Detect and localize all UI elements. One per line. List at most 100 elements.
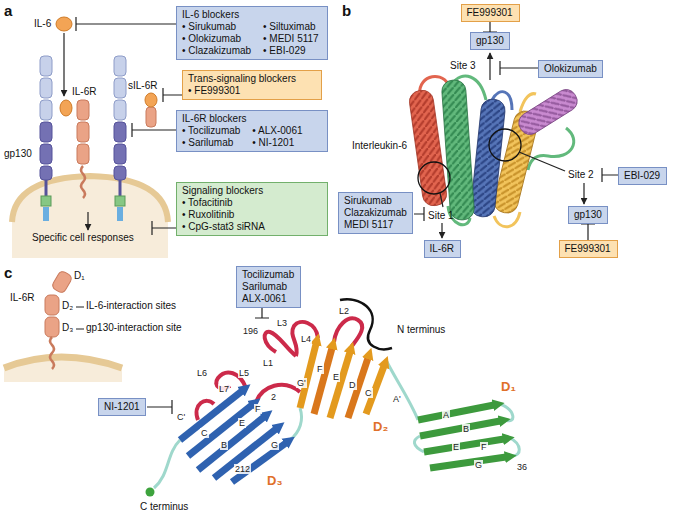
- drug-box: FE999301: [461, 4, 520, 22]
- il6r-ribbon: [265, 332, 296, 356]
- blocker-box: IL-6R blockers• Tocilizumab• Sarilumab• …: [176, 110, 328, 152]
- list-item: • Sarilumab: [182, 137, 240, 149]
- il6r-ribbon: [386, 360, 418, 420]
- residue-number: 36: [516, 462, 528, 472]
- box-text: FE999301: [467, 7, 514, 19]
- site-label: Site 3: [450, 60, 476, 72]
- strand-label: B: [220, 440, 228, 450]
- inhibition-leader: [132, 123, 176, 137]
- il6r-ribbon: [418, 405, 494, 420]
- cell: [12, 176, 168, 258]
- part-label: gp130: [4, 148, 32, 160]
- drug-box: EBI-029: [618, 167, 667, 185]
- site-circle: [418, 162, 450, 194]
- interleukin6-structure: [515, 86, 581, 139]
- residue-number: 212: [234, 464, 251, 474]
- list-item: • Tofacitinib: [182, 197, 265, 209]
- domain-label: D₂: [372, 420, 389, 435]
- il6r-ribbon: [334, 318, 362, 346]
- site-leader: [489, 53, 490, 80]
- strand-label: F: [254, 404, 262, 414]
- strand-label: G: [474, 460, 483, 470]
- loop-label: L7: [218, 384, 230, 394]
- gp130-receptor: [40, 56, 52, 221]
- mini-cell: [45, 295, 59, 315]
- receptor-box: gp130: [470, 32, 510, 50]
- part-label: IL-6R: [10, 292, 34, 304]
- strand-label: A: [442, 410, 450, 420]
- il6r-ribbon: [420, 421, 500, 436]
- list-item: • NI-1201: [252, 137, 302, 149]
- box-text: Sarilumab: [242, 281, 295, 293]
- box-text: Clazakizumab: [344, 207, 407, 219]
- mini-cell: [76, 307, 84, 308]
- site-circle: [489, 129, 521, 161]
- inhibition-connector: [483, 22, 497, 32]
- il6r-ribbon: [146, 299, 520, 496]
- box-text: NI-1201: [104, 401, 140, 413]
- il6r-ribbon: [314, 348, 332, 414]
- site-label: Site 2: [568, 169, 594, 181]
- strand-label: E: [332, 372, 340, 382]
- il6r-ribbon: [300, 344, 316, 408]
- inhibition-leader: [163, 88, 182, 102]
- residue-number: 196: [242, 326, 259, 336]
- mini-cell: [51, 270, 73, 294]
- soluble-il6r: [145, 93, 157, 127]
- loop-label: L3: [276, 318, 288, 328]
- strand-label: G: [270, 440, 279, 450]
- blocker-box: Signaling blockers• Tofacitinib• Ruxolit…: [176, 182, 328, 236]
- list-item: • MEDI 5117: [263, 33, 319, 45]
- box-text: FE999301: [565, 243, 612, 255]
- inhibition-leader: [255, 308, 269, 318]
- bound-il6: [60, 100, 72, 116]
- receptor-box: gp130: [568, 206, 608, 224]
- il6r-ribbon: [154, 440, 180, 488]
- drug-box: SirukumabClazakizumabMEDI 5117: [338, 192, 413, 234]
- drug-box: TocilizumabSarilumabALX-0061: [236, 266, 301, 308]
- part-label: IL-6R: [72, 86, 96, 98]
- strand-label: G': [296, 378, 307, 388]
- il6r-ribbon: [330, 352, 350, 418]
- list-item: • Clazakizumab: [182, 45, 251, 57]
- il6r-receptor: [77, 122, 89, 142]
- box-text: EBI-029: [624, 170, 661, 182]
- box-heading: Signaling blockers: [182, 185, 322, 197]
- domain-label: D₂: [62, 300, 73, 312]
- il6r-ribbon: [146, 488, 155, 497]
- mini-cell: [4, 357, 122, 368]
- box-text: ALX-0061: [242, 293, 295, 305]
- interleukin6-structure: [408, 76, 581, 227]
- interleukin6-structure: [441, 79, 475, 220]
- site-leader: [441, 223, 442, 238]
- part-label: gp130-interaction site: [86, 322, 182, 334]
- signal-arrow: [87, 212, 88, 230]
- list-item: • Ruxolitinib: [182, 209, 265, 221]
- il6r-ribbon: [290, 408, 302, 440]
- il6r-receptor: [81, 166, 85, 198]
- il6r-ribbon: [256, 385, 300, 402]
- il6r-ribbon: [510, 438, 519, 456]
- strand-label: A': [392, 394, 402, 404]
- inhibition-connector: [581, 224, 595, 240]
- inhibition-leader: [147, 400, 172, 414]
- box-text: MEDI 5117: [344, 219, 407, 231]
- item-list: • Tofacitinib• Ruxolitinib• CpG-stat3 si…: [182, 197, 322, 233]
- inhibition-leader: [152, 221, 176, 235]
- site-leader: [414, 207, 424, 221]
- site-leader: [602, 168, 618, 182]
- box-heading: IL-6 blockers: [182, 9, 322, 21]
- strand-label: E: [452, 442, 460, 452]
- domain-label: D₁: [74, 270, 85, 282]
- receptor-box: IL-6R: [424, 240, 461, 258]
- list-item: • Olokizumab: [182, 33, 251, 45]
- il6-ligand: [56, 17, 72, 31]
- box-text: Sirukumab: [344, 195, 407, 207]
- box-heading: IL-6R blockers: [182, 113, 322, 125]
- il6r-ribbon: [180, 391, 242, 440]
- il6r-ribbon: [500, 404, 513, 421]
- box-text: Olokizumab: [544, 63, 597, 75]
- part-label: IL-6-interaction sites: [86, 300, 176, 312]
- mini-cell: [45, 317, 59, 337]
